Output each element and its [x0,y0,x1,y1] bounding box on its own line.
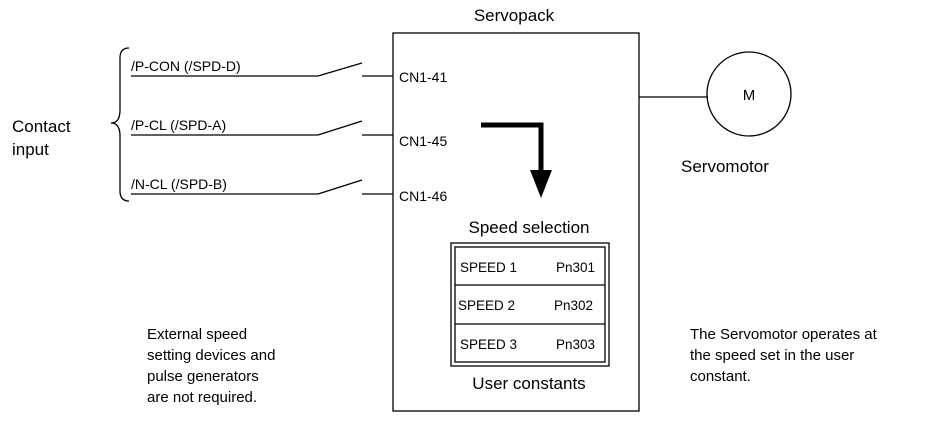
contact-input-brace [110,47,130,202]
switch-n-cl [131,179,393,195]
speed-table [450,242,610,367]
signal-label-n-cl: /N-CL (/SPD-B) [131,176,227,192]
selection-arrow [481,122,552,198]
connector-cn1-41: CN1-41 [399,69,447,85]
note-left-line2: setting devices and [147,347,275,364]
speed-1-label: SPEED 1 [460,260,517,275]
speed-2-label: SPEED 2 [458,298,515,313]
note-right-line3: constant. [690,368,751,385]
motor-symbol-letter: M [743,87,756,104]
speed-3-param: Pn303 [556,337,595,352]
contact-input-label-line2: input [12,140,49,159]
user-constants-label: User constants [472,374,585,393]
switch-p-cl [131,120,393,136]
speed-2-param: Pn302 [554,298,593,313]
speed-1-param: Pn301 [556,260,595,275]
motor-symbol [706,51,792,137]
note-left-line1: External speed [147,326,247,343]
switch-p-con [131,62,393,77]
servopack-title: Servopack [474,6,555,25]
signal-label-p-cl: /P-CL (/SPD-A) [131,117,226,133]
speed-3-label: SPEED 3 [460,337,517,352]
contact-input-label-line1: Contact [12,117,71,136]
note-right-line1: The Servomotor operates at [690,326,878,343]
servopack-box [392,32,640,412]
note-left-line3: pulse generators [147,368,259,385]
note-left-line4: are not required. [147,389,257,406]
servomotor-label: Servomotor [681,157,769,176]
connector-cn1-45: CN1-45 [399,133,447,149]
speed-selection-label: Speed selection [469,218,590,237]
connector-cn1-46: CN1-46 [399,188,447,204]
signal-label-p-con: /P-CON (/SPD-D) [131,58,241,74]
note-right-line2: the speed set in the user [690,347,854,364]
